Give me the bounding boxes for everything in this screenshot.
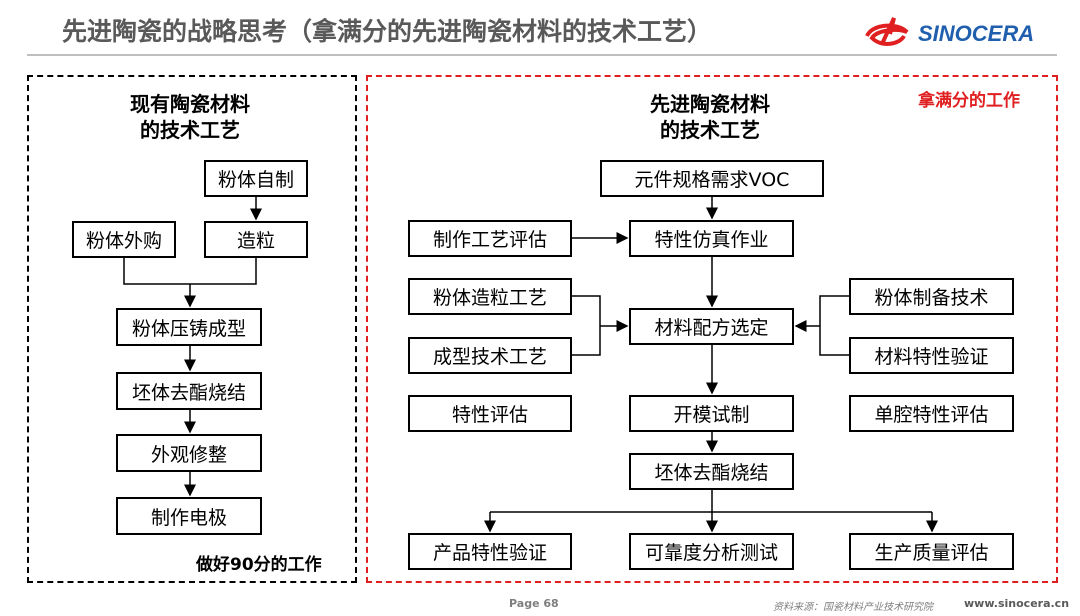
left-heading: 现有陶瓷材料的技术工艺 <box>130 92 250 142</box>
advanced-process-panel <box>366 75 1058 583</box>
step-box: 成型技术工艺 <box>408 337 572 374</box>
page-title: 先进陶瓷的战略思考（拿满分的先进陶瓷材料的技术工艺） <box>62 17 713 46</box>
step-box: 制作工艺评估 <box>408 220 572 257</box>
sinocera-logo: SINOCERA <box>862 14 1034 54</box>
step-box: 外观修整 <box>116 434 262 472</box>
logo-text: SINOCERA <box>918 21 1035 46</box>
step-box: 粉体自制 <box>204 160 308 197</box>
left-tag: 做好90分的工作 <box>196 555 322 575</box>
step-box: 材料特性验证 <box>849 337 1014 374</box>
right-heading: 先进陶瓷材料的技术工艺 <box>650 92 770 142</box>
step-box: 开模试制 <box>629 395 794 432</box>
step-box: 坯体去酯烧结 <box>116 372 262 410</box>
existing-process-panel <box>27 75 357 583</box>
step-box: 材料配方选定 <box>629 308 794 345</box>
step-box: 元件规格需求VOC <box>600 160 824 197</box>
page-number: Page 68 <box>509 597 559 610</box>
step-box: 可靠度分析测试 <box>629 533 794 570</box>
step-box: 粉体制备技术 <box>849 278 1014 315</box>
step-box: 生产质量评估 <box>849 533 1014 570</box>
step-box: 特性评估 <box>408 395 572 432</box>
website: www.sinocera.cn <box>964 597 1070 610</box>
step-box: 粉体外购 <box>72 221 176 258</box>
step-box: 坯体去酯烧结 <box>629 453 794 490</box>
step-box: 特性仿真作业 <box>629 220 794 257</box>
source-note: 资料来源：国瓷材料产业技术研究院 <box>773 602 933 613</box>
right-tag: 拿满分的工作 <box>918 91 1020 111</box>
step-box: 造粒 <box>204 221 308 258</box>
step-box: 制作电极 <box>116 497 262 535</box>
header-divider <box>27 54 1057 56</box>
step-box: 粉体造粒工艺 <box>408 278 572 315</box>
step-box: 单腔特性评估 <box>849 395 1014 432</box>
step-box: 产品特性验证 <box>408 533 572 570</box>
step-box: 粉体压铸成型 <box>116 308 262 346</box>
logo-icon <box>865 17 909 46</box>
